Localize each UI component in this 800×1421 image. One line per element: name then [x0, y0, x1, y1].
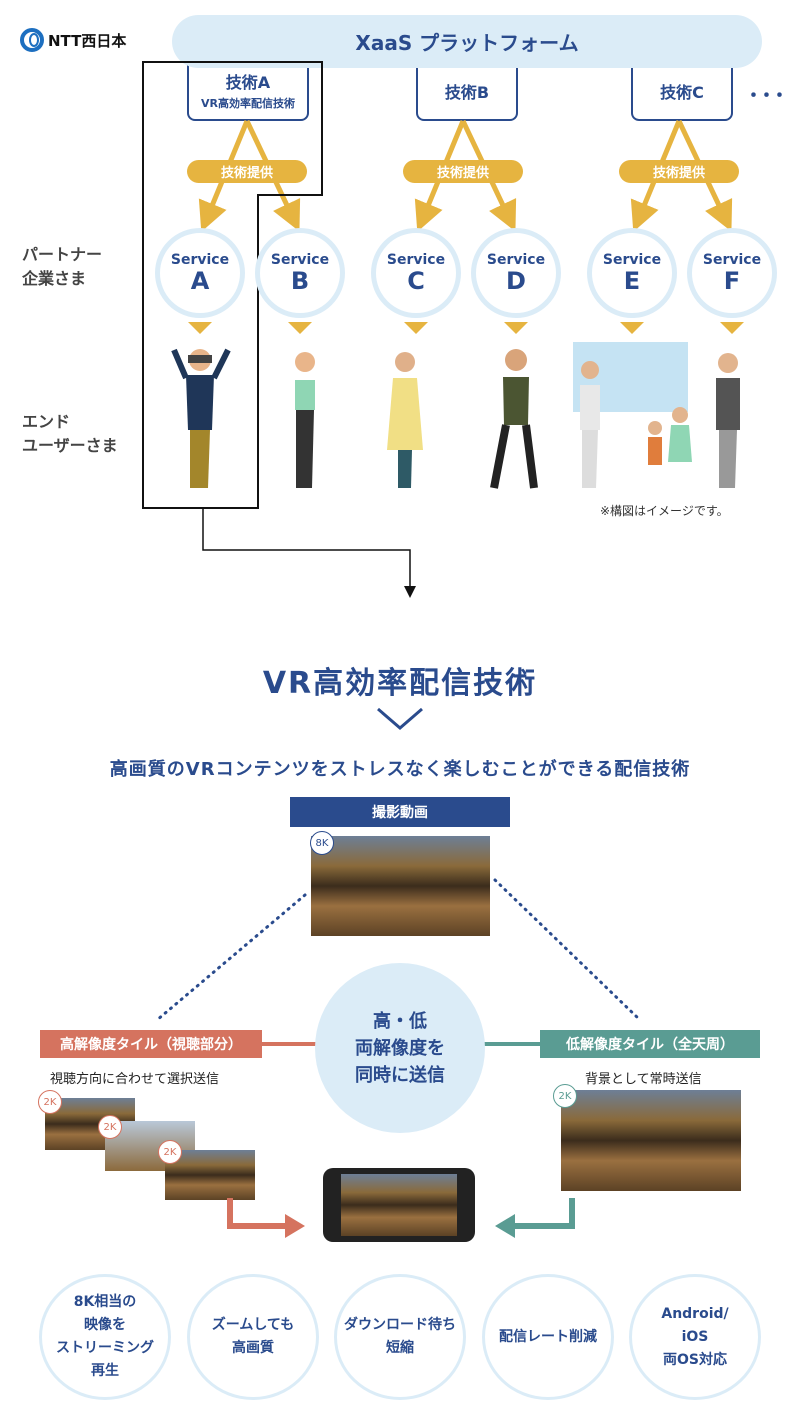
phone-screen	[341, 1174, 457, 1236]
badge-2k: 2K	[98, 1115, 122, 1139]
feature-8k-streaming: 8K相当の映像をストリーミング再生	[39, 1274, 171, 1400]
flow-arrows	[227, 1198, 575, 1238]
feature-download-wait: ダウンロード待ち短縮	[334, 1274, 466, 1400]
badge-8k: 8K	[310, 831, 334, 855]
end-user-figures	[171, 342, 740, 489]
low-connector	[482, 1042, 540, 1046]
badge-2k: 2K	[38, 1090, 62, 1114]
more-dots: ･･･	[748, 84, 788, 109]
feature-rate-reduction: 配信レート削減	[482, 1274, 614, 1400]
xaas-platform: XaaS プラットフォーム	[172, 15, 762, 68]
simultaneous-send-circle: 高・低両解像度を同時に送信	[315, 963, 485, 1133]
badge-2k: 2K	[158, 1140, 182, 1164]
tech-provide-label-a: 技術提供	[187, 160, 307, 183]
section-title: VR高効率配信技術	[262, 666, 538, 701]
tech-provide-label-b: 技術提供	[403, 160, 523, 183]
dotted-lines	[155, 878, 642, 1022]
source-360-image	[311, 836, 490, 936]
ntt-logo-icon	[20, 28, 44, 52]
low-res-360-image	[561, 1090, 741, 1191]
high-res-tile-label: 高解像度タイル（視聴部分）	[40, 1030, 262, 1058]
badge-2k: 2K	[553, 1084, 577, 1108]
partner-label: パートナー企業さま	[22, 245, 103, 288]
feature-zoom-quality: ズームしても高画質	[187, 1274, 319, 1400]
chevron-down-icon	[377, 707, 423, 730]
ntt-logo: NTT西日本	[20, 28, 126, 52]
source-video-label: 撮影動画	[290, 797, 510, 827]
high-res-caption: 視聴方向に合わせて選択送信	[50, 1072, 220, 1087]
low-res-caption: 背景として常時送信	[585, 1072, 702, 1087]
low-res-tile-label: 低解像度タイル（全天周）	[540, 1030, 760, 1058]
tech-provide-label-c: 技術提供	[619, 160, 739, 183]
section-subtitle: 高画質のVRコンテンツをストレスなく楽しむことができる配信技術	[109, 759, 691, 780]
smartphone	[323, 1168, 475, 1242]
high-connector	[262, 1042, 320, 1046]
image-note: ※構図はイメージです。	[600, 504, 729, 518]
end-user-label: エンドユーザーさま	[22, 412, 118, 455]
connector-lines	[142, 61, 744, 598]
